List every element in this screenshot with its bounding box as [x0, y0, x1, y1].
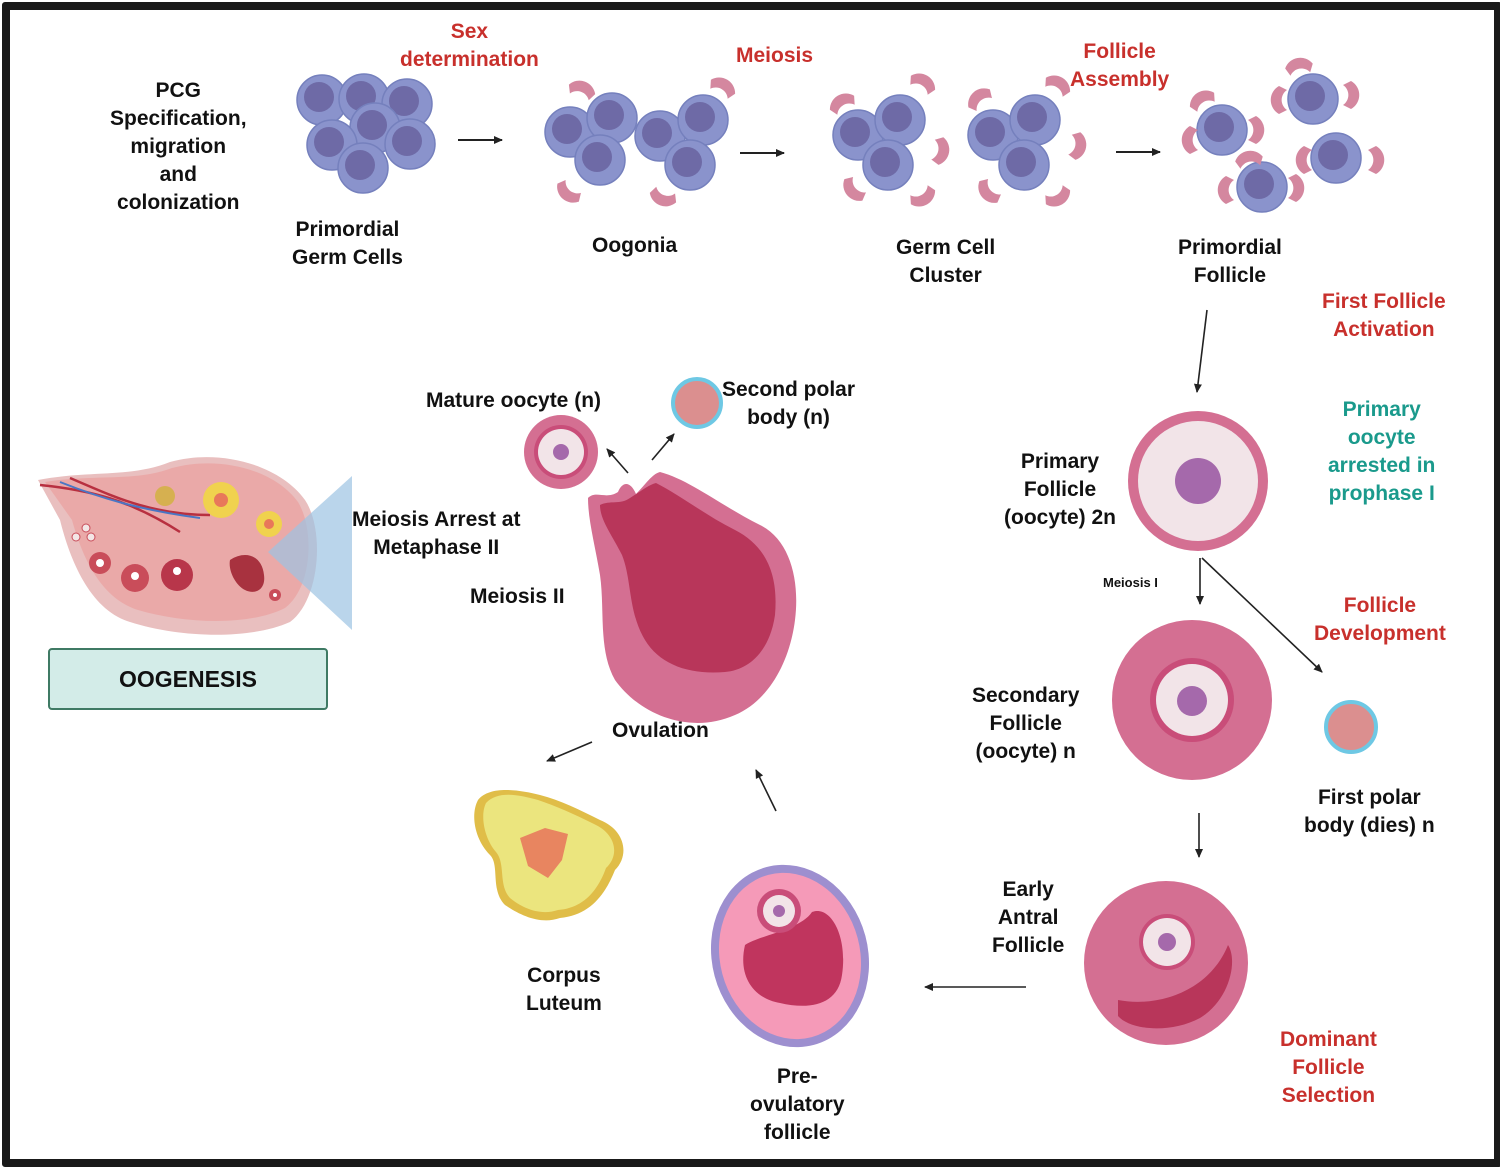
preovulatory-follicle-graphic	[710, 864, 870, 1048]
germ-cell-cluster-graphic	[825, 68, 1089, 212]
label-sex-determination: Sex determination	[400, 20, 539, 71]
arrow-ovulation-to-corpus-luteum	[546, 741, 593, 762]
oogenesis-title: OOGENESIS	[118, 665, 258, 692]
mature-oocyte-graphic	[524, 415, 598, 489]
label-meiosis-arrest: Meiosis Arrest at Metaphase II	[352, 508, 521, 559]
label-second-polar-body: Second polar body (n)	[722, 378, 856, 429]
arrow-to-mature-oocyte	[606, 448, 629, 474]
label-mature-oocyte: Mature oocyte (n)	[426, 389, 602, 412]
oogonia-graphic	[544, 72, 740, 211]
first-polar-body-graphic	[1324, 700, 1378, 754]
label-meiosis-ii: Meiosis II	[470, 585, 565, 608]
label-meiosis-i: Meiosis I	[1103, 575, 1158, 590]
label-corpus-luteum: Corpus Luteum	[526, 964, 602, 1015]
label-follicle-assembly: Follicle Assembly	[1070, 40, 1170, 91]
label-germ-cell-cluster: Germ Cell Cluster	[896, 236, 996, 287]
arrow-primary-to-first-polar-body	[1201, 557, 1323, 673]
label-primordial-germ-cells: Primordial Germ Cells	[292, 218, 403, 269]
label-early-antral-follicle: Early Antral Follicle	[992, 878, 1065, 957]
label-primary-follicle: Primary Follicle (oocyte) 2n	[1004, 450, 1117, 529]
second-polar-body-graphic	[671, 377, 723, 429]
label-primary-oocyte-arrest: Primary oocyte arrested in prophase I	[1328, 398, 1436, 505]
arrow-primordial-to-primary	[1193, 309, 1208, 393]
ovulating-follicle-graphic	[588, 472, 797, 723]
label-follicle-development: Follicle Development	[1314, 594, 1446, 645]
early-antral-follicle-graphic	[1084, 881, 1248, 1045]
label-ovulation: Ovulation	[612, 719, 709, 742]
arrow-to-second-polar-body	[651, 433, 675, 461]
zoom-wedge	[268, 476, 352, 630]
ovary-graphic	[38, 457, 317, 635]
label-primordial-follicle: Primordial Follicle	[1178, 236, 1282, 287]
label-pcg: PCG Specification, migration and coloniz…	[110, 79, 247, 214]
primary-follicle-graphic	[1128, 411, 1268, 551]
primordial-follicle-graphic	[1181, 55, 1385, 213]
label-secondary-follicle: Secondary Follicle (oocyte) n	[972, 684, 1080, 763]
label-oogonia: Oogonia	[592, 234, 678, 257]
label-preovulatory-follicle: Pre- ovulatory follicle	[750, 1065, 845, 1144]
label-first-polar-body: First polar body (dies) n	[1304, 786, 1435, 837]
primordial-germ-cells-graphic	[296, 73, 436, 194]
label-dominant-follicle-selection: Dominant Follicle Selection	[1280, 1028, 1377, 1107]
label-first-follicle-activation: First Follicle Activation	[1322, 290, 1446, 341]
arrow-preovulatory-to-ovulation	[755, 769, 777, 812]
label-meiosis: Meiosis	[736, 44, 814, 67]
secondary-follicle-graphic	[1112, 620, 1272, 780]
corpus-luteum-graphic	[474, 790, 624, 921]
oogenesis-title-box: OOGENESIS	[48, 648, 328, 710]
